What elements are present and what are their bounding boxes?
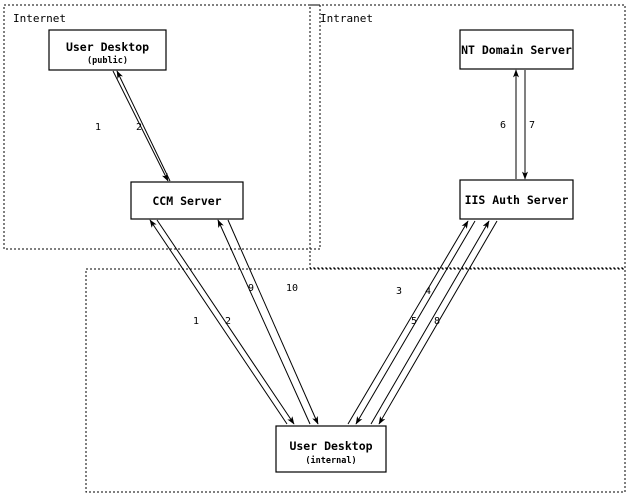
flow-group-internal-ccm-12 <box>149 219 295 425</box>
flow-line-8 <box>378 220 498 425</box>
flow-line-9 <box>217 219 311 425</box>
edge-label-3: 3 <box>396 286 402 297</box>
zone-intranet: Intranet <box>309 4 626 269</box>
flow-group-iis-ntdomain <box>513 69 528 180</box>
node-user-desktop-internal-subtitle: (internal) <box>305 455 356 466</box>
edge-label-1-internal: 1 <box>193 316 199 327</box>
edge-label-10: 10 <box>286 283 298 294</box>
node-iis-auth-server[interactable]: IIS Auth Server <box>459 179 574 220</box>
node-user-desktop-internal[interactable]: User Desktop (internal) <box>275 425 387 473</box>
flow-group-internal-ccm-910 <box>217 219 319 425</box>
zone-internet-border <box>3 4 321 250</box>
flow-line-1-internal <box>149 219 288 425</box>
edge-label-6: 6 <box>500 120 506 131</box>
node-user-desktop-public-subtitle: (public) <box>87 55 128 66</box>
zone-internet: Internet <box>3 4 321 250</box>
node-user-desktop-internal-title: User Desktop <box>289 439 372 453</box>
edge-label-2-internal: 2 <box>225 316 231 327</box>
flow-line-3 <box>347 220 469 425</box>
zone-intranet-label: Intranet <box>320 12 373 25</box>
flow-line-4 <box>355 220 476 425</box>
node-nt-domain-server-title: NT Domain Server <box>461 43 572 57</box>
node-nt-domain-server-box[interactable] <box>459 29 574 70</box>
flow-line-2-internal <box>156 219 295 425</box>
edge-label-5: 5 <box>411 316 417 327</box>
node-iis-auth-server-box[interactable] <box>459 179 574 220</box>
flow-line-2-public <box>116 70 171 182</box>
edge-label-8: 8 <box>434 316 440 327</box>
node-user-desktop-internal-box[interactable] <box>275 425 387 473</box>
node-ccm-server-box[interactable] <box>130 181 244 220</box>
edge-label-4: 4 <box>425 286 431 297</box>
node-iis-auth-server-title: IIS Auth Server <box>465 193 569 207</box>
edge-label-2-public: 2 <box>136 122 142 133</box>
zone-internal-network <box>85 268 626 493</box>
flow-line-1-public <box>112 70 169 182</box>
edge-label-7: 7 <box>529 120 535 131</box>
flow-line-10 <box>227 219 319 425</box>
node-nt-domain-server[interactable]: NT Domain Server <box>459 29 574 70</box>
node-ccm-server[interactable]: CCM Server <box>130 181 244 220</box>
flow-group-public-ccm <box>112 70 171 182</box>
node-user-desktop-public-title: User Desktop <box>66 40 149 54</box>
flow-group-internal-iis-34 <box>347 220 476 425</box>
edge-labels: 1 2 6 7 1 2 9 10 3 4 5 8 <box>95 120 535 327</box>
node-user-desktop-public[interactable]: User Desktop (public) <box>48 29 167 71</box>
edge-label-1-public: 1 <box>95 122 101 133</box>
flow-group-internal-iis-58 <box>370 220 498 425</box>
zone-internet-label: Internet <box>13 12 66 25</box>
node-ccm-server-title: CCM Server <box>152 194 221 208</box>
zone-intranet-border <box>309 4 626 269</box>
edge-label-9: 9 <box>248 283 254 294</box>
zone-internal-border <box>85 268 626 493</box>
flow-line-5 <box>370 220 490 425</box>
node-user-desktop-public-box[interactable] <box>48 29 167 71</box>
